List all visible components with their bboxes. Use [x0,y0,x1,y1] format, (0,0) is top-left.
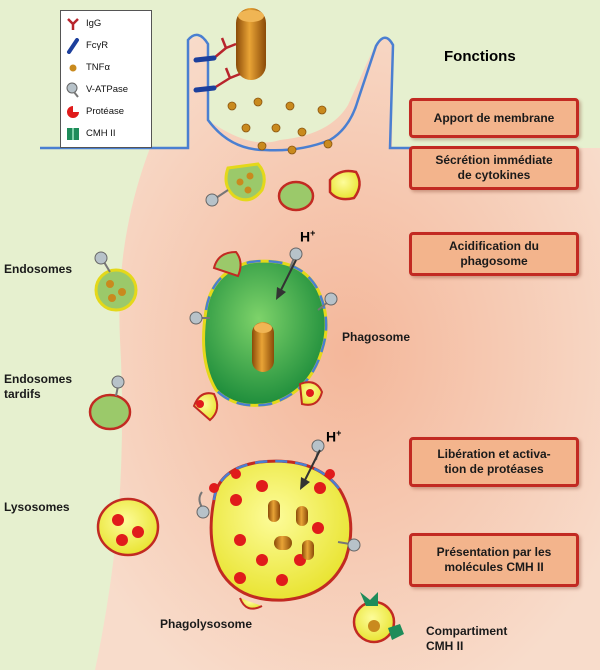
function-box-acidification: Acidification du phagosome [409,232,579,276]
proton-arrow-1 [276,259,297,300]
legend-item-fcr: FcγR [61,37,153,56]
v-atpase-icon [66,82,79,98]
protease-icon [67,106,79,118]
fc-receptor-icon [67,38,79,54]
tnf-alpha-icon [69,64,77,72]
vesicle-yellow [328,169,361,201]
legend-item-protease: Protéase [61,103,153,122]
proton-arrow-2 [300,449,321,490]
function-box-cytokines: Sécrétion immédiate de cytokines [409,146,579,190]
phagolysosome [196,439,361,610]
legend-item-tnf: TNFα [61,59,153,78]
legend-item-igg: IgG [61,15,153,34]
mhc-ii-icon [67,128,79,140]
label-mhc-compartment: Compartiment CMH II [426,624,508,653]
mhc-ii-compartment [352,592,404,644]
label-late-endosomes: Endosomes tardifs [4,372,73,401]
lysosome [96,497,160,557]
endosome [94,251,138,312]
phagosome [189,247,338,422]
label-endosomes: Endosomes [4,262,73,276]
legend-item-mhc: CMH II [61,125,153,144]
label-h-plus-2: H+ [326,428,342,445]
bacterium-top [236,8,266,80]
secretory-vesicle [205,162,266,207]
igg-receptors [213,37,241,90]
late-endosome [88,375,132,431]
functions-title: Fonctions [444,48,516,65]
label-lysosomes: Lysosomes [4,500,70,514]
function-box-mhc: Présentation par les molécules CMH II [409,533,579,587]
label-phagolysosome: Phagolysosome [160,617,253,631]
legend-item-vatpase: V-ATPase [61,81,153,100]
label-h-plus-1: H+ [300,228,316,245]
vesicle-green [277,180,315,212]
function-box-proteases: Libération et activa- tion de protéases [409,437,579,487]
label-phagosome: Phagosome [342,330,411,344]
function-box-membrane: Apport de membrane [409,98,579,138]
igg-icon [67,18,79,30]
fc-receptors [193,55,217,93]
legend: IgG FcγR TNFα V-ATPase Protéase CMH II [60,10,152,148]
tnf-particles [227,97,333,155]
